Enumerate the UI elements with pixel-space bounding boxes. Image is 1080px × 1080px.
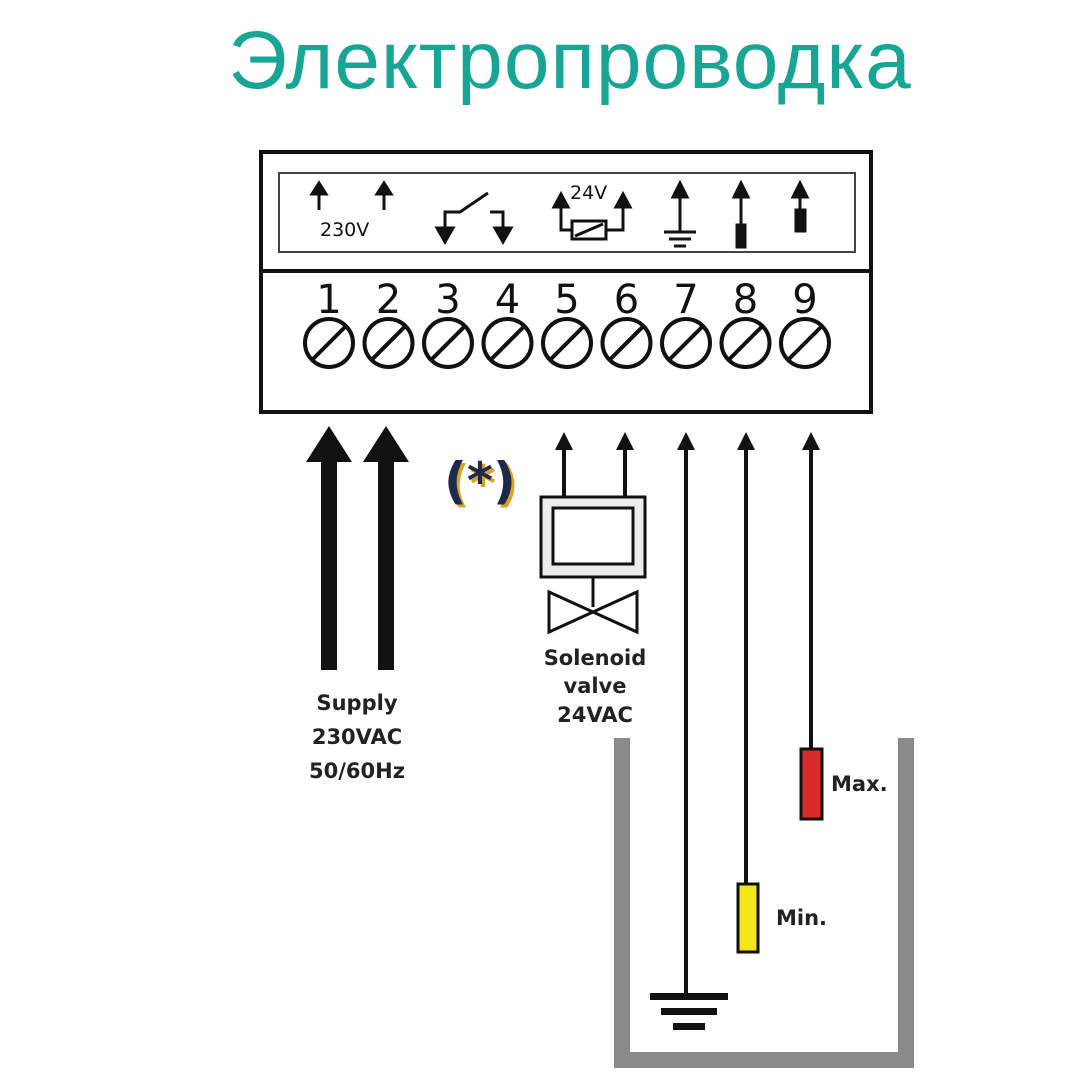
terminal-screw-6 <box>600 317 653 369</box>
terminal-number-4: 4 <box>495 277 520 323</box>
max-probe-symbol-icon <box>790 179 810 233</box>
water-tank <box>614 738 914 1068</box>
max-probe-sensor <box>799 747 824 821</box>
max-probe <box>799 432 824 821</box>
panel-voltage-24: 24V <box>570 182 607 204</box>
relay-contact-icon <box>434 191 514 246</box>
terminal-screw-3 <box>422 317 474 369</box>
terminal-number-5: 5 <box>554 277 579 323</box>
terminal-number-1: 1 <box>316 277 341 323</box>
terminal-screw-5 <box>541 317 593 369</box>
terminal-screw-1 <box>303 317 355 369</box>
solenoid-valve-icon <box>539 432 647 635</box>
valve-coil-icon <box>551 190 633 241</box>
terminal-screw-7 <box>660 317 712 369</box>
supply-label-line3: 50/60Hz <box>309 759 405 783</box>
note-marker: (*) <box>444 452 516 510</box>
terminal-number-3: 3 <box>435 277 460 323</box>
supply-label-line1: Supply <box>316 691 397 715</box>
max-probe-label: Max. <box>831 772 888 796</box>
note-marker-shadow: (*) <box>447 455 519 513</box>
terminal-screw-8 <box>719 317 772 369</box>
terminal-screw-2 <box>362 317 415 369</box>
solenoid-label-line1: Solenoid <box>544 646 647 670</box>
supply-label-line2: 230VAC <box>312 725 402 749</box>
min-probe-label: Min. <box>776 906 827 930</box>
min-probe-sensor <box>736 882 760 954</box>
min-probe <box>736 432 760 954</box>
terminal-number-8: 8 <box>733 277 758 323</box>
supply-wire-arrows <box>306 426 409 670</box>
terminal-screw-9 <box>779 317 831 369</box>
solenoid-label-line2: valve <box>564 674 627 698</box>
solenoid-label-line3: 24VAC <box>557 703 633 727</box>
terminal-number-9: 9 <box>792 277 817 323</box>
terminal-number-6: 6 <box>614 277 639 323</box>
min-probe-symbol-icon <box>731 179 751 249</box>
terminal-number-7: 7 <box>673 277 698 323</box>
symbol-panel <box>278 172 856 253</box>
terminal-screw-4 <box>481 317 534 369</box>
page-title: Электропроводка <box>228 15 912 106</box>
supply-arrows-icon <box>309 180 394 210</box>
ground-wire <box>650 432 728 1030</box>
panel-voltage-230: 230V <box>320 219 369 241</box>
ground-symbol-icon <box>664 179 696 248</box>
terminal-number-2: 2 <box>376 277 401 323</box>
